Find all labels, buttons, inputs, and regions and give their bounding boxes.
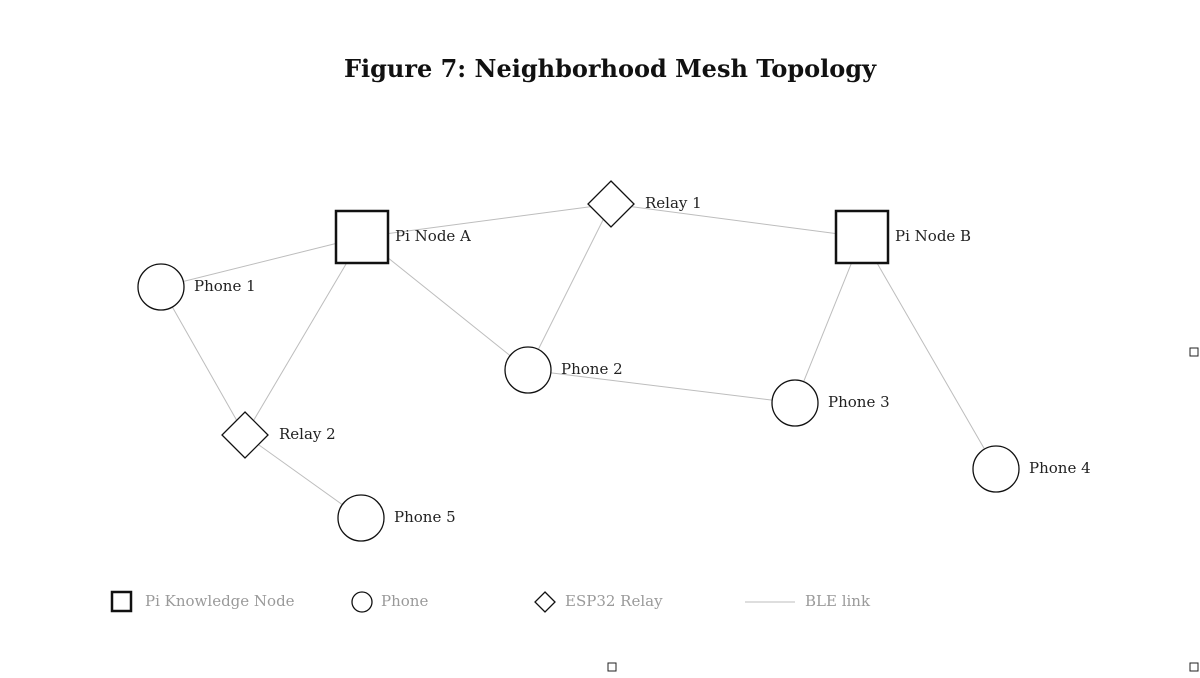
legend-link-label: BLE link — [805, 592, 871, 610]
legend-relay-diamond-icon — [534, 591, 556, 613]
phone-circle-icon — [337, 494, 385, 542]
node-label: Pi Node A — [395, 227, 471, 245]
node-relay-2[interactable]: Relay 2 — [221, 411, 336, 459]
node-label: Pi Node B — [895, 227, 971, 245]
phone-circle-icon — [771, 379, 819, 427]
phone-circle-icon — [137, 263, 185, 311]
node-label: Relay 2 — [279, 425, 336, 443]
node-phone-5[interactable]: Phone 5 — [337, 494, 456, 542]
nodes-layer: Pi Node A Pi Node B Relay 1 Relay 2 Phone 1 P… — [137, 180, 1091, 542]
legend-item-pi: Pi Knowledge Node — [110, 590, 295, 613]
legend: Pi Knowledge Node Phone ESP32 Relay BLE … — [110, 590, 871, 613]
legend-relay-label: ESP32 Relay — [565, 592, 663, 610]
legend-pi-label: Pi Knowledge Node — [145, 592, 295, 610]
phone-circle-icon — [504, 346, 552, 394]
phone-circle-icon — [972, 445, 1020, 493]
resize-handle-bottom[interactable] — [607, 662, 617, 672]
node-label: Phone 1 — [194, 277, 256, 295]
edge-pi-a-phone-2 — [361, 236, 529, 371]
node-label: Phone 2 — [561, 360, 623, 378]
node-relay-1[interactable]: Relay 1 — [587, 180, 702, 228]
node-label: Relay 1 — [645, 194, 702, 212]
node-phone-1[interactable]: Phone 1 — [137, 263, 256, 311]
node-label: Phone 4 — [1029, 459, 1091, 477]
edge-pi-b-phone-3 — [794, 236, 863, 404]
legend-phone-circle-icon — [351, 591, 373, 613]
legend-item-relay: ESP32 Relay — [534, 591, 663, 613]
node-pi-a[interactable]: Pi Node A — [334, 209, 471, 265]
pi-node-square-icon — [834, 209, 890, 265]
node-phone-2[interactable]: Phone 2 — [504, 346, 623, 394]
edge-pi-a-relay-2 — [244, 236, 363, 436]
edge-pi-a-relay-1 — [361, 203, 612, 238]
resize-handle-right[interactable] — [1189, 347, 1199, 357]
edge-relay-1-phone-2 — [527, 203, 612, 371]
node-pi-b[interactable]: Pi Node B — [834, 209, 971, 265]
node-label: Phone 5 — [394, 508, 456, 526]
edge-pi-b-phone-4 — [861, 236, 997, 470]
edge-relay-1-pi-b — [610, 203, 863, 238]
node-phone-4[interactable]: Phone 4 — [972, 445, 1091, 493]
edges-layer — [160, 203, 997, 519]
edge-pi-a-phone-1 — [160, 236, 363, 288]
relay-diamond-icon — [587, 180, 635, 228]
edge-phone-1-relay-2 — [160, 286, 246, 436]
edge-relay-2-phone-5 — [244, 434, 362, 519]
legend-pi-square-icon — [110, 590, 133, 613]
relay-diamond-icon — [221, 411, 269, 459]
figure-title: Figure 7: Neighborhood Mesh Topology — [344, 54, 877, 83]
node-label: Phone 3 — [828, 393, 890, 411]
resize-handle-corner[interactable] — [1189, 662, 1199, 672]
edge-phone-2-phone-3 — [527, 369, 796, 404]
legend-item-link: BLE link — [745, 592, 871, 610]
legend-item-phone: Phone — [351, 591, 428, 613]
node-phone-3[interactable]: Phone 3 — [771, 379, 890, 427]
legend-phone-label: Phone — [381, 592, 428, 610]
pi-node-square-icon — [334, 209, 390, 265]
